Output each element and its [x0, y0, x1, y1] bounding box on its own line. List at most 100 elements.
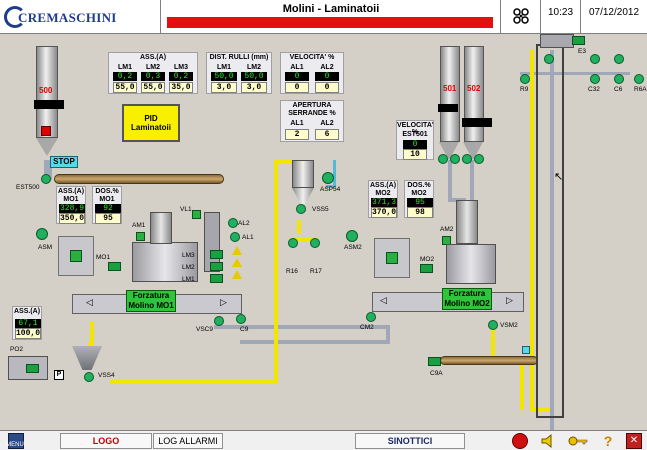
brand-name: CREMASCHINI — [18, 10, 117, 25]
asm2-tag: ASM2 — [344, 244, 362, 251]
silo-501-valve-b[interactable] — [450, 154, 460, 164]
e3-motor[interactable] — [572, 36, 585, 45]
time-display: 10:23 — [547, 7, 574, 18]
mo2-motor[interactable] — [420, 264, 433, 273]
vel-est501-set[interactable]: 10 — [403, 149, 427, 160]
screw-conveyor-est500[interactable] — [54, 174, 224, 184]
r9-valve[interactable] — [520, 74, 530, 84]
cm2-valve[interactable] — [366, 312, 376, 322]
c9-valve[interactable] — [236, 314, 246, 324]
mill-mo2-feeder — [456, 200, 478, 244]
synoptics-button[interactable]: SINOTTICI — [355, 433, 465, 449]
elevator-top-valve-2[interactable] — [614, 54, 624, 64]
menu-icon[interactable] — [8, 433, 24, 449]
forzatura-mo1-button[interactable]: Forzatura Molino MO1 — [126, 290, 176, 312]
mo1-ass-set[interactable]: 350,0 — [59, 213, 85, 224]
silo-502[interactable] — [464, 46, 484, 142]
vss5-valve[interactable] — [296, 204, 306, 214]
mo1-tag: MO1 — [96, 254, 111, 261]
silo-500[interactable] — [36, 46, 58, 138]
mo1-ass-panel: ASS.(A) MO1 328,9 350,0 — [56, 186, 86, 224]
silo-500-alarm-indicator — [41, 126, 51, 136]
screw-conveyor-c9a[interactable] — [440, 356, 538, 365]
dist-lm1-set[interactable]: 3,0 — [211, 82, 237, 93]
forzatura-mo2-line1: Forzatura — [448, 289, 486, 298]
dist-lm2-set[interactable]: 3,0 — [241, 82, 267, 93]
lm2-motor[interactable] — [210, 262, 223, 271]
mo2-dos-title: DOS.% — [407, 182, 431, 189]
asm-fan-icon[interactable] — [36, 228, 48, 240]
r6a-valve[interactable] — [634, 74, 644, 84]
mill-mo1[interactable] — [132, 242, 198, 282]
exit-icon[interactable]: ✕ — [626, 433, 642, 449]
r17-valve[interactable] — [310, 238, 320, 248]
lm3-motor[interactable] — [210, 250, 223, 259]
vl1-valve[interactable] — [192, 210, 201, 219]
r16-valve[interactable] — [288, 238, 298, 248]
mill-mo2[interactable] — [446, 244, 496, 284]
asm2-fan-icon[interactable] — [346, 230, 358, 242]
am1-motor-indicator[interactable] — [136, 232, 145, 241]
al1-valve[interactable] — [230, 232, 240, 242]
mo2-ass-set[interactable]: 370,0 — [371, 207, 397, 218]
ass-lm1-set[interactable]: 55,0 — [113, 82, 137, 93]
mo2-ass-panel: ASS.(A) MO2 371,3 370,0 — [368, 180, 398, 218]
pid-laminatoii-button[interactable]: PID Laminatoii — [122, 104, 180, 142]
alarm-banner[interactable] — [167, 17, 493, 28]
asp54-fan-icon[interactable] — [322, 172, 334, 184]
page-title: Molini - Laminatoii — [282, 3, 380, 15]
bucket-elevator-e3[interactable] — [536, 44, 564, 418]
forzatura-mo2-button[interactable]: Forzatura Molino MO2 — [442, 288, 492, 310]
r9-tag: R9 — [520, 86, 529, 93]
mo2-dos-set[interactable]: 98 — [407, 207, 433, 218]
logo-button[interactable]: LOGO — [60, 433, 152, 449]
apertura-al1-set[interactable]: 2 — [285, 129, 309, 140]
cyclone-asp54[interactable] — [292, 160, 314, 188]
elevator-head — [540, 34, 574, 48]
lm1-motor[interactable] — [210, 274, 223, 283]
c32-valve[interactable] — [590, 74, 600, 84]
vel-al2-set[interactable]: 0 — [315, 82, 339, 93]
ass-lm2-set[interactable]: 55,0 — [141, 82, 165, 93]
date-display: 07/12/2012 — [588, 7, 640, 18]
elevator-top-valve-3[interactable] — [544, 54, 554, 64]
est500-valve[interactable] — [41, 174, 51, 184]
silo-502-valve-a[interactable] — [462, 154, 472, 164]
silo-502-valve-b[interactable] — [474, 154, 484, 164]
silo-501[interactable] — [440, 46, 460, 142]
arrow-conveyor2-left: ◁ — [380, 295, 387, 305]
c9a-motor[interactable] — [428, 357, 441, 366]
ass-lm1-actual: 0,2 — [113, 72, 137, 81]
ass-lm2-actual: 0,3 — [141, 72, 165, 81]
plant-status-cell[interactable] — [500, 0, 540, 34]
c6-valve[interactable] — [614, 74, 624, 84]
ass-lm3-set[interactable]: 35,0 — [169, 82, 193, 93]
dist-lm2-actual: 50,0 — [241, 72, 267, 81]
log-alarms-button[interactable]: LOG ALLARMI — [153, 433, 223, 449]
po2-motor[interactable] — [26, 364, 39, 373]
po2-ass-set[interactable]: 100,0 — [15, 328, 41, 339]
emergency-stop-icon[interactable] — [512, 433, 528, 449]
stop-button[interactable]: STOP — [50, 156, 78, 168]
hopper-vss4[interactable] — [72, 346, 102, 370]
mo1-ass-title: ASS.(A) — [57, 188, 85, 195]
mo2-dos-name: MO2 — [411, 190, 427, 197]
al2-valve[interactable] — [228, 218, 238, 228]
vsc9-valve[interactable] — [214, 316, 224, 326]
apertura-al2-set[interactable]: 6 — [315, 129, 339, 140]
forzatura-mo2-line2: Molino MO2 — [444, 299, 490, 308]
horn-icon[interactable] — [540, 433, 556, 449]
silo-501-valve-a[interactable] — [438, 154, 448, 164]
svg-text:?: ? — [604, 433, 613, 449]
vsm2-valve[interactable] — [488, 320, 498, 330]
mo1-dos-set[interactable]: 95 — [95, 213, 121, 224]
elevator-top-valve[interactable] — [590, 54, 600, 64]
help-icon[interactable]: ? — [600, 433, 616, 449]
p-indicator[interactable]: P — [54, 370, 64, 380]
warning-icon-3 — [232, 270, 242, 279]
mo1-motor[interactable] — [108, 262, 121, 271]
mo1-ass-actual: 328,9 — [59, 204, 85, 213]
vss4-valve[interactable] — [84, 372, 94, 382]
vel-al1-set[interactable]: 0 — [285, 82, 309, 93]
key-icon[interactable] — [568, 433, 588, 449]
